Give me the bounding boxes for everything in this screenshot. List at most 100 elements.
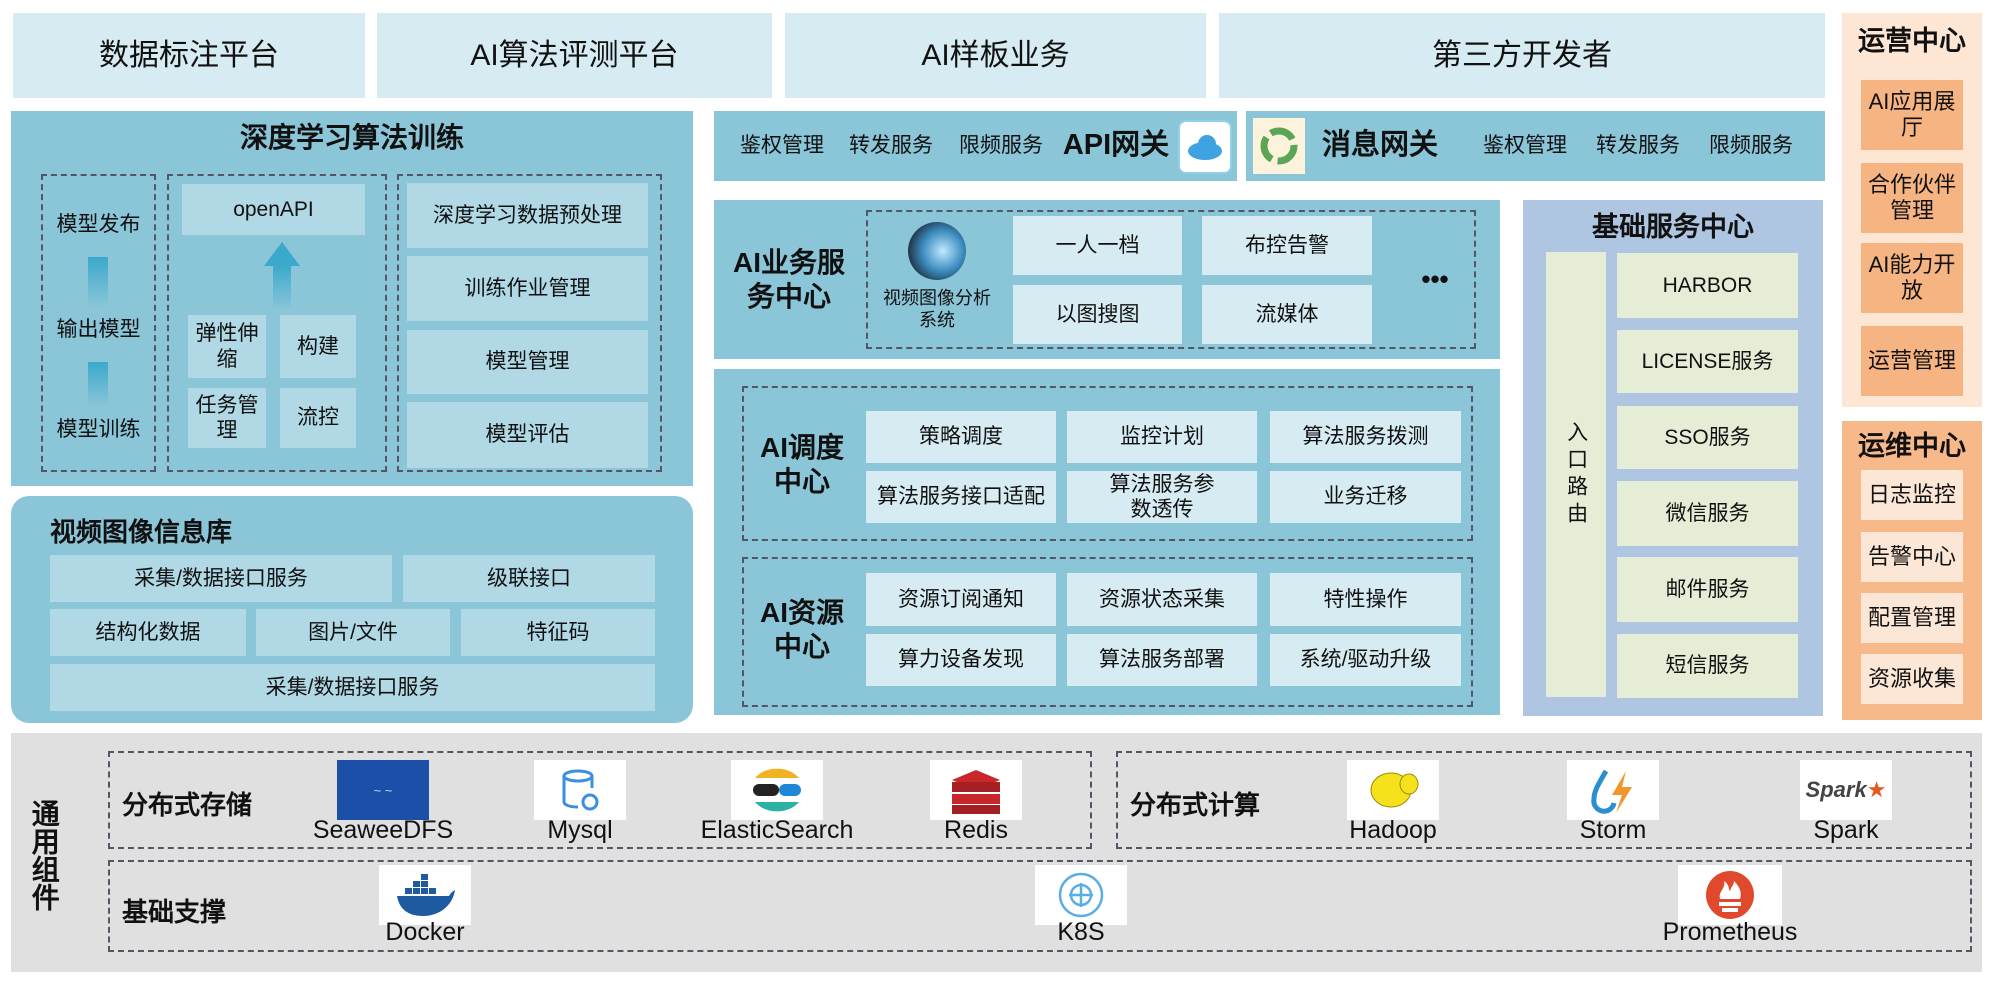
support-item: Docker xyxy=(385,918,465,946)
compute-item: Spark xyxy=(1813,816,1879,844)
sched-box xyxy=(742,386,1473,541)
arrow-up-icon xyxy=(264,242,300,266)
support-item: Prometheus xyxy=(1662,918,1798,946)
top-data-labeling: 数据标注平台 xyxy=(13,13,365,98)
top-third-party: 第三方开发者 xyxy=(1219,13,1825,98)
sched-title: AI调度中心 xyxy=(759,432,844,497)
sched-item: 业务迁移 xyxy=(1270,471,1461,523)
dl-api-box xyxy=(167,174,387,472)
prometheus-icon xyxy=(1678,865,1782,925)
dl-small-item: 弹性伸缩 xyxy=(188,315,266,378)
res-box xyxy=(742,557,1473,707)
video-db-item: 图片/文件 xyxy=(256,609,450,656)
hadoop-elephant-icon xyxy=(1347,760,1439,820)
res-item: 系统/驱动升级 xyxy=(1270,634,1461,686)
sched-item: 算法服务接口适配 xyxy=(866,471,1056,523)
storage-box xyxy=(108,751,1092,849)
video-db-item: 采集/数据接口服务 xyxy=(50,555,392,602)
maint-item: 配置管理 xyxy=(1861,593,1963,643)
sched-item: 策略调度 xyxy=(866,411,1056,463)
dl-small-item: 流控 xyxy=(280,388,356,448)
flow-step: 模型发布 xyxy=(56,213,141,237)
maint-item: 日志监控 xyxy=(1861,470,1963,520)
dl-small-item: 任务管理 xyxy=(188,388,266,448)
video-db-item: 级联接口 xyxy=(403,555,655,602)
k8s-icon xyxy=(1035,865,1127,925)
entry-routing: 入口路由 xyxy=(1546,252,1606,697)
biz-item: 一人一档 xyxy=(1013,216,1182,275)
api-gw-item: 转发服务 xyxy=(849,134,933,158)
arrow-up-icon xyxy=(88,257,108,307)
storage-item: ElasticSearch xyxy=(700,816,854,844)
res-item: 算力设备发现 xyxy=(866,634,1056,686)
ops-item: 合作伙伴管理 xyxy=(1861,163,1963,233)
database-icon xyxy=(534,760,626,820)
eye-lens-icon xyxy=(908,222,966,280)
top-algo-eval: AI算法评测平台 xyxy=(377,13,772,98)
base-item: LICENSE服务 xyxy=(1617,330,1798,393)
api-gw-item: 限频服务 xyxy=(959,134,1043,158)
docker-whale-icon xyxy=(379,865,471,925)
recycle-icon xyxy=(1253,118,1305,174)
support-item: K8S xyxy=(1057,918,1105,946)
ops-item: 运营管理 xyxy=(1861,326,1963,396)
dl-flow-box xyxy=(41,174,156,472)
sched-item: 监控计划 xyxy=(1067,411,1257,463)
openapi-box: openAPI xyxy=(182,184,365,235)
base-item: HARBOR xyxy=(1617,253,1798,318)
base-item: 邮件服务 xyxy=(1617,557,1798,622)
base-item: SSO服务 xyxy=(1617,406,1798,469)
dl-item: 模型评估 xyxy=(407,402,648,468)
compute-title: 分布式计算 xyxy=(1130,790,1261,820)
video-db-item: 特征码 xyxy=(461,609,655,656)
spark-logo-icon: Spark★ xyxy=(1800,760,1892,820)
maint-center-title: 运维中心 xyxy=(1858,430,1966,461)
more-indicator: ••• xyxy=(1421,264,1449,295)
video-analysis-system: 视频图像分析系统 xyxy=(883,288,991,330)
msg-gw-title: 消息网关 xyxy=(1321,128,1438,161)
storage-item: Redis xyxy=(944,816,1008,844)
ops-center-title: 运营中心 xyxy=(1858,25,1966,56)
support-title: 基础支撑 xyxy=(122,897,227,927)
res-item: 特性操作 xyxy=(1270,573,1461,626)
support-box xyxy=(108,860,1972,952)
ops-item: AI应用展厅 xyxy=(1861,80,1963,150)
res-item: 资源状态采集 xyxy=(1067,573,1257,626)
arrow-up-icon xyxy=(88,362,108,407)
storage-title: 分布式存储 xyxy=(122,790,253,820)
res-item: 算法服务部署 xyxy=(1067,634,1257,686)
maint-item: 资源收集 xyxy=(1861,654,1963,704)
compute-item: Storm xyxy=(1579,816,1647,844)
dl-title: 深度学习算法训练 xyxy=(239,122,464,154)
biz-item: 以图搜图 xyxy=(1013,285,1182,344)
api-gw-item: 鉴权管理 xyxy=(740,134,824,158)
elasticsearch-icon xyxy=(731,760,823,820)
sched-item: 算法服务拨测 xyxy=(1270,411,1461,463)
res-title: AI资源中心 xyxy=(759,597,844,662)
dl-item: 深度学习数据预处理 xyxy=(407,183,648,248)
ai-biz-box xyxy=(866,210,1476,349)
sched-item: 算法服务参数透传 xyxy=(1067,471,1257,523)
storm-icon xyxy=(1567,760,1659,820)
video-db-item: 采集/数据接口服务 xyxy=(50,664,655,711)
biz-item: 流媒体 xyxy=(1202,285,1372,344)
video-db-title: 视频图像信息库 xyxy=(50,517,233,547)
storage-item: SeaweeDFS xyxy=(312,816,454,844)
msg-gw-item: 转发服务 xyxy=(1596,134,1680,158)
seaweedfs-logo-icon: ~ ~ xyxy=(337,760,429,820)
top-ai-sample: AI样板业务 xyxy=(785,13,1206,98)
cloud-icon xyxy=(1178,120,1232,174)
dl-item: 训练作业管理 xyxy=(407,256,648,321)
base-item: 微信服务 xyxy=(1617,481,1798,546)
api-gw-title: API网关 xyxy=(1062,128,1170,161)
msg-gw-item: 限频服务 xyxy=(1709,134,1793,158)
ai-biz-title: AI业务服务中心 xyxy=(732,247,845,312)
flow-step: 模型训练 xyxy=(56,418,141,442)
compute-box xyxy=(1116,751,1972,849)
dl-small-item: 构建 xyxy=(280,315,356,378)
message-gateway xyxy=(1246,111,1825,181)
maint-item: 告警中心 xyxy=(1861,532,1963,582)
storage-item: Mysql xyxy=(547,816,613,844)
msg-gw-item: 鉴权管理 xyxy=(1483,134,1567,158)
common-title: 通用组件 xyxy=(28,799,60,911)
